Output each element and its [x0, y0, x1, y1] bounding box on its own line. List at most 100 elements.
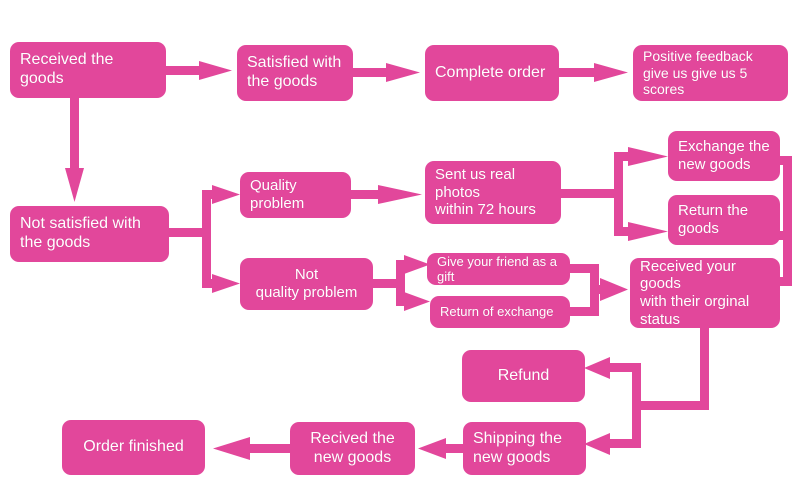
- node-label-line2: goods: [678, 220, 719, 237]
- node-positive-feedback[interactable]: Positive feedback give us give us 5 scor…: [633, 45, 788, 101]
- connector-complete-to-feedback-line: [558, 68, 598, 77]
- node-label-line3: status: [640, 310, 681, 328]
- node-label-line1: Satisfied with: [247, 54, 342, 72]
- node-received-your-goods[interactable]: Received your goods with their orginal s…: [630, 258, 780, 328]
- arrowhead-photos-to-exchange: [628, 147, 668, 166]
- node-label: Received the goods: [20, 51, 114, 87]
- node-label-line2: within 72 hours: [435, 201, 536, 219]
- node-label-line1: Received your goods: [640, 257, 736, 293]
- arrowhead-to-refund: [584, 357, 610, 379]
- node-not-quality-problem[interactable]: Not quality problem: [240, 258, 373, 310]
- arrowhead-received-to-notsatisfied: [65, 168, 84, 202]
- connector-shipping-to-recived-line: [440, 444, 466, 453]
- node-shipping-the-new-goods[interactable]: Shipping the new goods: [463, 422, 586, 475]
- node-label: Recived the new goods: [300, 430, 405, 468]
- node-order-finished[interactable]: Order finished: [62, 420, 205, 475]
- connector-photos-split-bus: [614, 152, 623, 236]
- connector-photos-to-return-line: [614, 227, 634, 236]
- connector-photos-to-exchange-line: [614, 152, 634, 161]
- node-exchange-the-new-goods[interactable]: Exchange the new goods: [668, 131, 780, 181]
- connector-rightcol-bus: [783, 156, 792, 286]
- arrowhead-quality-to-photos: [378, 185, 422, 204]
- node-return-the-goods[interactable]: Return the goods: [668, 195, 780, 245]
- arrowhead-merge-to-received: [600, 278, 628, 301]
- connector-notquality-split-bus: [396, 260, 405, 306]
- node-quality-problem[interactable]: Quality problem: [240, 172, 351, 218]
- node-label-line1: Exchange the: [678, 138, 770, 156]
- node-label: Complete order: [435, 63, 546, 81]
- connector-notquality-to-exchange-line: [396, 297, 410, 306]
- node-label-line2: the goods: [247, 73, 318, 90]
- node-label: Return of exchange: [440, 304, 554, 320]
- node-label: Order finished: [83, 438, 184, 456]
- node-satisfied-with-the-goods[interactable]: Satisfied with the goods: [237, 45, 353, 101]
- connector-received-to-notsatisfied-line: [70, 98, 79, 173]
- node-recived-the-new-goods[interactable]: Recived the new goods: [290, 422, 415, 475]
- connector-to-shipping-line: [604, 439, 636, 448]
- connector-notquality-out-line: [372, 279, 402, 288]
- arrowhead-notsatisfied-to-notquality: [212, 274, 240, 293]
- connector-notsatisfied-to-quality-line: [202, 190, 220, 199]
- node-sent-us-real-photos[interactable]: Sent us real photos within 72 hours: [425, 161, 561, 224]
- node-label-line2: with their orginal: [640, 293, 750, 310]
- arrowhead-photos-to-return: [628, 222, 668, 241]
- node-label-line1: Not: [294, 266, 319, 284]
- node-label-line1: Not satisfied with: [20, 215, 141, 233]
- node-refund[interactable]: Refund: [462, 350, 585, 402]
- connector-merge-to-received-line: [590, 285, 604, 294]
- arrowhead-complete-to-feedback: [594, 63, 628, 82]
- node-label: Exchange the new goods: [678, 138, 770, 173]
- node-label-line3: scores: [643, 81, 685, 98]
- arrowhead-notquality-to-gift: [404, 255, 430, 274]
- node-received-the-goods[interactable]: Received the goods: [10, 42, 166, 98]
- connector-notsatisfied-to-notquality-line: [202, 279, 220, 288]
- connector-received-goods-down-line: [700, 328, 709, 410]
- connector-notsatisfied-out-line: [168, 228, 210, 237]
- arrowhead-notsatisfied-to-quality: [212, 185, 240, 204]
- connector-to-refund-line: [604, 363, 636, 372]
- node-label-line2: new goods: [678, 156, 751, 173]
- node-label-line2: the goods: [20, 234, 91, 251]
- node-label: Not satisfied with the goods: [20, 215, 159, 253]
- connector-received-to-satisfied-line: [165, 66, 203, 75]
- connector-quality-to-photos-line: [350, 190, 382, 199]
- node-label-line1: Shipping the: [473, 429, 562, 447]
- connector-notquality-to-gift-line: [396, 260, 410, 269]
- connector-recived-to-finished-line: [245, 444, 293, 453]
- connector-refund-shipping-bus: [632, 363, 641, 448]
- node-label: Satisfied with the goods: [247, 54, 343, 92]
- node-label-line1: Positive feedback: [643, 48, 753, 65]
- connector-gift-merge-line: [560, 264, 598, 273]
- node-label-line2: new goods: [473, 448, 551, 466]
- arrowhead-notquality-to-exchange: [404, 292, 430, 311]
- arrowhead-shipping-to-recived: [418, 438, 446, 459]
- connector-satisfied-to-complete-line: [352, 68, 390, 77]
- node-label-line1: Recived the: [310, 429, 395, 447]
- node-label: Return the goods: [678, 202, 770, 237]
- node-label: Positive feedback give us give us 5 scor…: [643, 48, 778, 98]
- arrowhead-received-to-satisfied: [199, 61, 232, 80]
- node-label-line2: give us give us 5: [643, 64, 748, 81]
- arrowhead-recived-to-finished: [213, 437, 250, 460]
- node-give-your-friend-as-a-gift[interactable]: Give your friend as a gift: [427, 253, 570, 285]
- connector-photos-out-line: [560, 189, 618, 198]
- connector-notsatisfied-split-bus: [202, 190, 211, 280]
- connector-rightcol-to-received-line: [778, 277, 792, 286]
- node-label-line2: new goods: [313, 448, 392, 466]
- node-not-satisfied-with-the-goods[interactable]: Not satisfied with the goods: [10, 206, 169, 262]
- node-return-of-exchange[interactable]: Return of exchange: [430, 296, 570, 328]
- node-label: Sent us real photos within 72 hours: [435, 166, 551, 219]
- node-label: Not quality problem: [250, 266, 363, 301]
- node-complete-order[interactable]: Complete order: [425, 45, 559, 101]
- node-label-line2: quality problem: [255, 284, 358, 301]
- node-label-line1: Return the: [678, 202, 749, 220]
- node-label: Quality problem: [250, 177, 305, 212]
- node-label-line1: Sent us real photos: [435, 165, 516, 201]
- connector-exchange-merge-line: [560, 307, 598, 316]
- node-label: Give your friend as a gift: [437, 253, 557, 284]
- node-label: Received your goods with their orginal s…: [640, 258, 770, 329]
- node-label: Refund: [497, 366, 550, 384]
- node-label: Shipping the new goods: [473, 430, 576, 468]
